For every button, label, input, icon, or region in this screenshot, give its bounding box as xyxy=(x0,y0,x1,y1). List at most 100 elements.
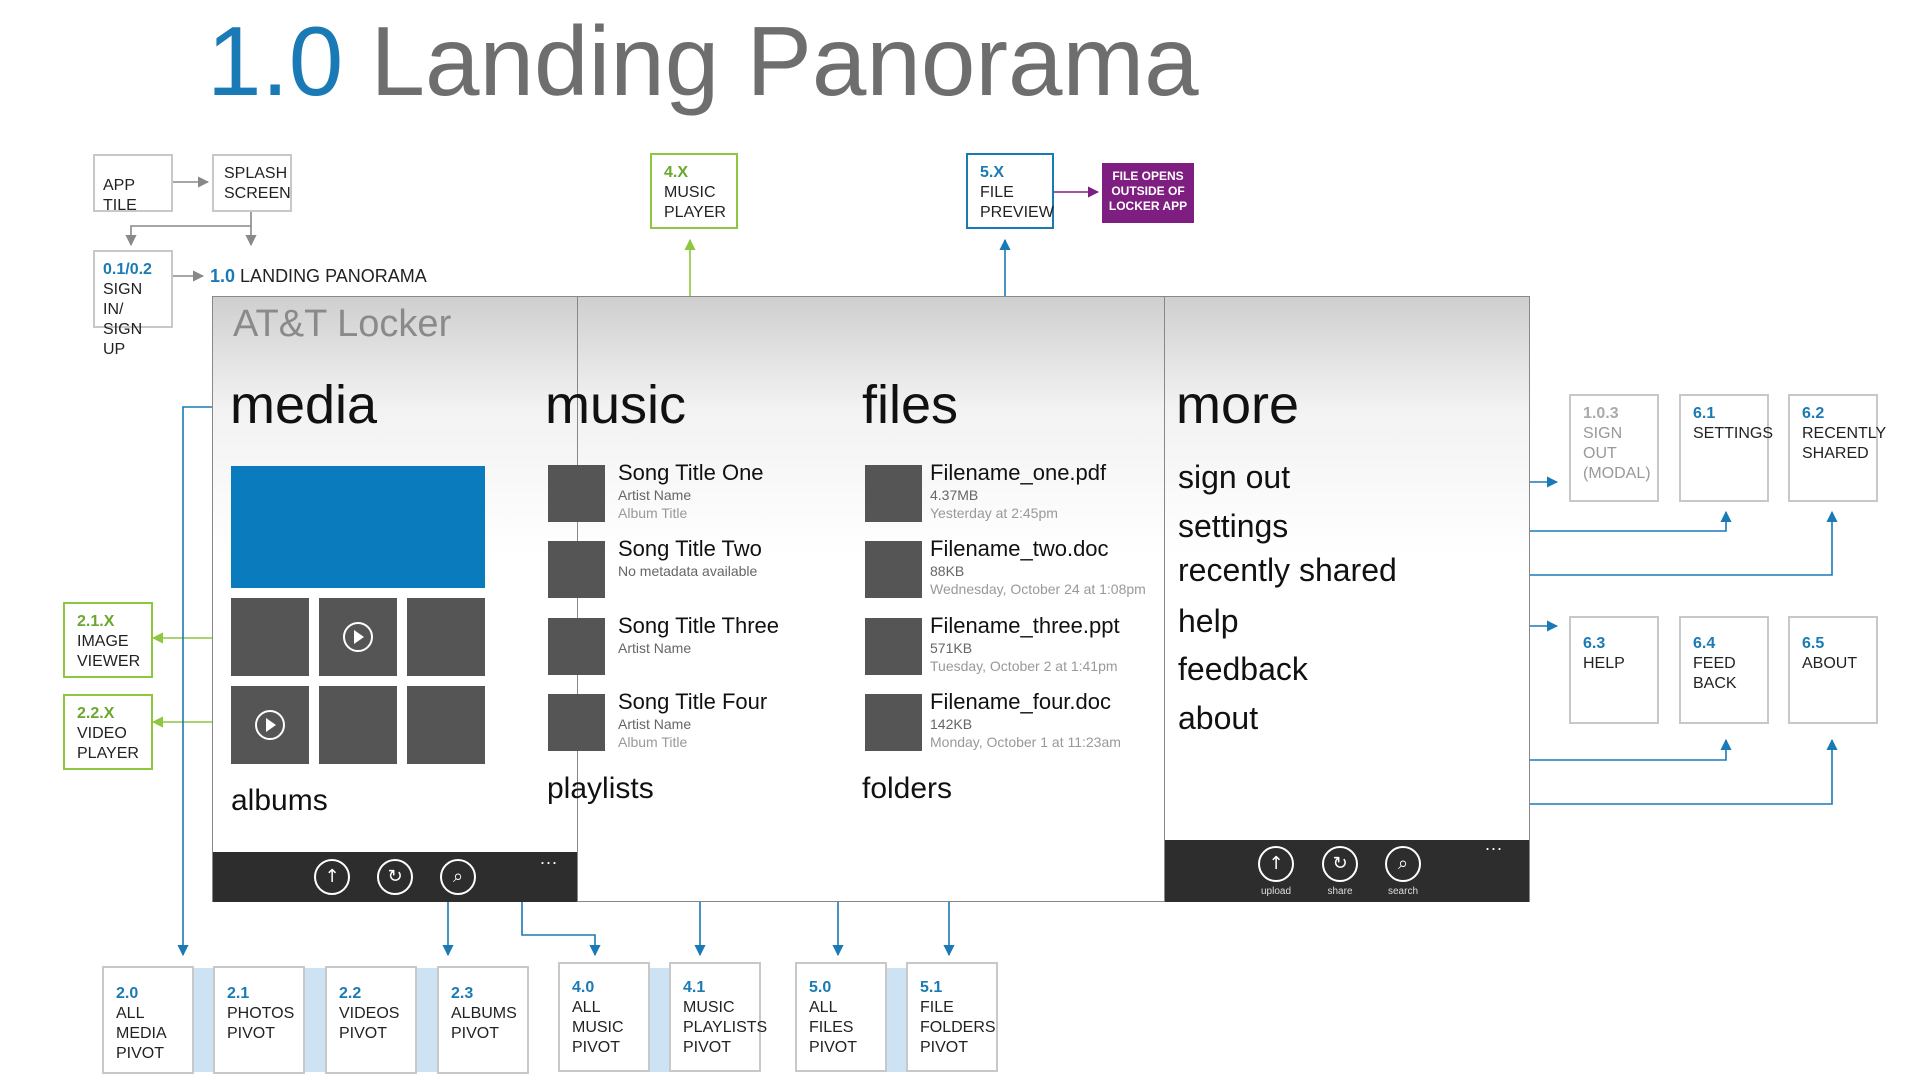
song-title: Song Title One xyxy=(618,460,764,485)
media-tile[interactable] xyxy=(319,686,397,764)
image-viewer-label: IMAGE VIEWER xyxy=(77,633,141,670)
playlists-link[interactable]: playlists xyxy=(547,772,654,805)
song-thumbnail[interactable] xyxy=(548,618,605,675)
more-recently-shared[interactable]: recently shared xyxy=(1178,552,1397,588)
signout-code: 1.0.3 xyxy=(1583,405,1619,422)
help-label: HELP xyxy=(1583,655,1625,672)
video-player-code: 2.2.X xyxy=(77,705,115,722)
file-size: 571KB xyxy=(930,640,973,656)
signin-label: SIGN IN/ SIGN UP xyxy=(103,281,143,358)
file-name: Filename_two.doc xyxy=(930,536,1109,561)
music-files-panel xyxy=(577,296,1165,902)
media-tile[interactable] xyxy=(407,598,485,676)
videos-label: VIDEOS PIVOT xyxy=(339,1005,400,1042)
landing-text: LANDING PANORAMA xyxy=(240,266,427,286)
more-feedback[interactable]: feedback xyxy=(1178,651,1308,687)
file-size: 88KB xyxy=(930,563,965,579)
song-artist: No metadata available xyxy=(618,563,758,579)
search-icon[interactable]: ⌕ xyxy=(440,859,476,895)
all-media-code: 2.0 xyxy=(116,985,139,1002)
song-album: Album Title xyxy=(618,505,688,521)
more-dots[interactable]: ... xyxy=(540,848,559,868)
more-help[interactable]: help xyxy=(1178,603,1239,639)
share-icon[interactable]: ↻ xyxy=(1322,846,1358,882)
media-tile[interactable] xyxy=(407,686,485,764)
landing-panorama-label: 1.0 LANDING PANORAMA xyxy=(210,266,427,287)
folders-code: 5.1 xyxy=(920,979,943,996)
song-album: Album Title xyxy=(618,734,688,750)
connector-strip xyxy=(304,968,326,1072)
media-featured-tile[interactable] xyxy=(231,466,485,588)
file-size: 4.37MB xyxy=(930,487,979,503)
more-about[interactable]: about xyxy=(1178,700,1259,736)
song-thumbnail[interactable] xyxy=(548,541,605,598)
title-number: 1.0 xyxy=(207,6,344,116)
file-thumbnail[interactable] xyxy=(865,694,922,751)
file-name: Filename_one.pdf xyxy=(930,460,1107,485)
recently-shared-code: 6.2 xyxy=(1802,405,1825,422)
more-panel xyxy=(1164,296,1530,902)
song-thumbnail[interactable] xyxy=(548,694,605,751)
albums-code: 2.3 xyxy=(451,985,474,1002)
search-icon[interactable]: ⌕ xyxy=(1385,846,1421,882)
image-viewer-code: 2.1.X xyxy=(77,613,115,630)
more-sign-out[interactable]: sign out xyxy=(1178,459,1291,495)
folders-label: FILE FOLDERS PIVOT xyxy=(920,999,996,1056)
albums-link[interactable]: albums xyxy=(231,784,328,817)
file-thumbnail[interactable] xyxy=(865,618,922,675)
file-preview-label: FILE PREVIEW xyxy=(980,184,1054,221)
file-date: Yesterday at 2:45pm xyxy=(930,505,1058,521)
file-row[interactable]: Filename_one.pdf 4.37MB Yesterday at 2:45p… xyxy=(930,460,1106,522)
more-settings[interactable]: settings xyxy=(1178,508,1289,544)
file-date: Wednesday, October 24 at 1:08pm xyxy=(930,581,1146,597)
connector-strip xyxy=(192,968,214,1072)
media-video-tile[interactable] xyxy=(319,598,397,676)
upload-icon[interactable]: ↑ xyxy=(314,859,350,895)
settings-label: SETTINGS xyxy=(1693,425,1774,442)
play-icon xyxy=(343,622,373,652)
page-title: 1.0 Landing Panorama xyxy=(207,6,1199,116)
file-row[interactable]: Filename_two.doc 88KB Wednesday, October 2… xyxy=(930,536,1146,598)
upload-icon[interactable]: ↑ xyxy=(1258,846,1294,882)
pivot-music[interactable]: music xyxy=(545,375,687,435)
media-video-tile[interactable] xyxy=(231,686,309,764)
connector-strip xyxy=(416,968,438,1072)
help-code: 6.3 xyxy=(1583,635,1606,652)
pivot-more[interactable]: more xyxy=(1176,375,1300,435)
more-dots[interactable]: ... xyxy=(1485,834,1504,854)
media-tile[interactable] xyxy=(231,598,309,676)
share-icon[interactable]: ↻ xyxy=(377,859,413,895)
all-media-label: ALL MEDIA PIVOT xyxy=(116,1005,166,1062)
connector-strip xyxy=(648,968,670,1072)
photos-code: 2.1 xyxy=(227,985,250,1002)
feedback-label: FEED BACK xyxy=(1693,655,1737,692)
file-thumbnail[interactable] xyxy=(865,541,922,598)
pivot-media[interactable]: media xyxy=(230,375,378,435)
splash-screen-label: SPLASH SCREEN xyxy=(224,165,291,202)
app-name: AT&T Locker xyxy=(233,303,452,345)
song-thumbnail[interactable] xyxy=(548,465,605,522)
song-artist: Artist Name xyxy=(618,487,692,503)
file-date: Monday, October 1 at 11:23am xyxy=(930,734,1121,750)
share-label: share xyxy=(1327,886,1353,897)
pivot-files[interactable]: files xyxy=(862,375,959,435)
folders-link[interactable]: folders xyxy=(862,772,953,805)
media-app-bar: ↑ ↻ ⌕ ... xyxy=(213,848,577,902)
file-thumbnail[interactable] xyxy=(865,465,922,522)
